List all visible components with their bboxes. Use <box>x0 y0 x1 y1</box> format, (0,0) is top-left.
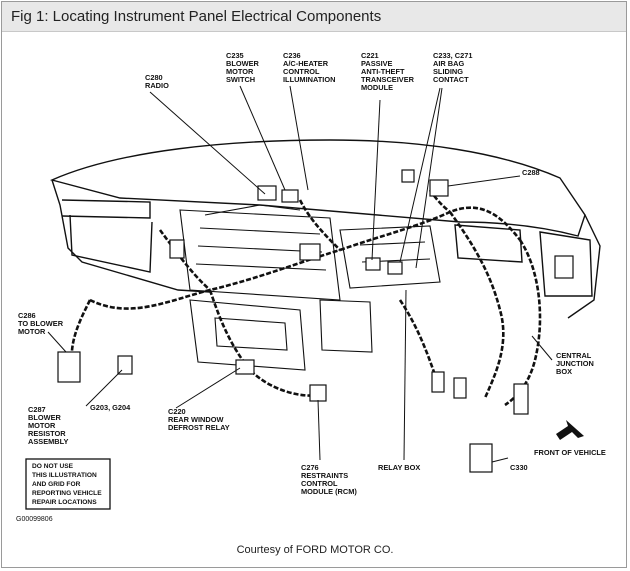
label-c236-line: C236 <box>283 51 301 60</box>
label-c286-line: C286 <box>18 311 36 320</box>
label-c280: C280 RADIO <box>145 73 169 90</box>
label-c288-line: C288 <box>522 168 540 177</box>
label-c280-line: RADIO <box>145 81 169 90</box>
label-cjb-line: BOX <box>556 367 572 376</box>
label-c330: C330 <box>510 463 528 472</box>
label-c221: C221 PASSIVE ANTI-THEFT TRANSCEIVER MODU… <box>361 51 415 92</box>
label-c287-line: MOTOR <box>28 421 56 430</box>
label-front-line: FRONT OF VEHICLE <box>534 448 606 457</box>
notice-box: DO NOT USE THIS ILLUSTRATION AND GRID FO… <box>25 458 111 510</box>
label-c221-line: PASSIVE <box>361 59 393 68</box>
label-c236-line: CONTROL <box>283 67 320 76</box>
label-g203-g204: G203, G204 <box>90 403 131 412</box>
label-c220-line: DEFROST RELAY <box>168 423 230 432</box>
label-c235-line: MOTOR <box>226 67 254 76</box>
label-c233-c271: C233, C271 AIR BAG SLIDING CONTACT <box>433 51 472 84</box>
front-arrow-icon <box>556 420 584 440</box>
notice-line: THIS ILLUSTRATION <box>32 472 97 479</box>
label-c330-line: C330 <box>510 463 528 472</box>
instrument-panel-outline <box>49 139 601 319</box>
label-c233-line: C233, C271 <box>433 51 472 60</box>
label-c235: C235 BLOWER MOTOR SWITCH <box>226 51 260 84</box>
label-c286-line: TO BLOWER <box>18 319 64 328</box>
label-c276-line: C276 <box>301 463 319 472</box>
label-c221-line: ANTI-THEFT <box>361 67 405 76</box>
label-c276-line: CONTROL <box>301 479 338 488</box>
label-c280-line: C280 <box>145 73 163 82</box>
figure-code: G00099806 <box>16 516 53 523</box>
label-c235-line: C235 <box>226 51 244 60</box>
label-c221-line: TRANSCEIVER <box>361 75 415 84</box>
label-c235-line: SWITCH <box>226 75 255 84</box>
label-central-junction-box: CENTRAL JUNCTION BOX <box>556 351 594 376</box>
label-c220-line: REAR WINDOW <box>168 415 223 424</box>
label-c220: C220 REAR WINDOW DEFROST RELAY <box>168 407 230 432</box>
figure-title-bar: Fig 1: Locating Instrument Panel Electri… <box>2 2 626 32</box>
label-c233-line: CONTACT <box>433 75 469 84</box>
leader-lines <box>47 85 553 463</box>
label-relay-box-line: RELAY BOX <box>378 463 420 472</box>
notice-line: AND GRID FOR <box>32 481 81 488</box>
label-c276: C276 RESTRAINTS CONTROL MODULE (RCM) <box>301 463 357 496</box>
label-g203-line: G203, G204 <box>90 403 131 412</box>
label-c287-line: ASSEMBLY <box>28 437 68 446</box>
figure-title: Fig 1: Locating Instrument Panel Electri… <box>11 8 382 25</box>
label-cjb-line: JUNCTION <box>556 359 594 368</box>
label-relay-box: RELAY BOX <box>378 463 420 472</box>
label-c276-line: MODULE (RCM) <box>301 487 357 496</box>
notice-line: REPORTING VEHICLE <box>32 490 102 497</box>
label-c221-line: MODULE <box>361 83 393 92</box>
label-c220-line: C220 <box>168 407 186 416</box>
label-cjb-line: CENTRAL <box>556 351 592 360</box>
label-c233-line: AIR BAG <box>433 59 464 68</box>
label-c288: C288 <box>522 168 540 177</box>
label-c236-line: A/C-HEATER <box>283 59 329 68</box>
courtesy-credit: Courtesy of FORD MOTOR CO. <box>236 544 394 556</box>
label-c286-line: MOTOR <box>18 327 46 336</box>
label-c287: C287 BLOWER MOTOR RESISTOR ASSEMBLY <box>28 405 68 446</box>
label-c236-line: ILLUMINATION <box>283 75 335 84</box>
label-c221-line: C221 <box>361 51 379 60</box>
label-c276-line: RESTRAINTS <box>301 471 348 480</box>
label-c287-line: BLOWER <box>28 413 62 422</box>
label-c236: C236 A/C-HEATER CONTROL ILLUMINATION <box>283 51 335 84</box>
label-c287-line: RESISTOR <box>28 429 66 438</box>
notice-line: REPAIR LOCATIONS <box>32 499 97 506</box>
label-c287-line: C287 <box>28 405 46 414</box>
label-c235-line: BLOWER <box>226 59 260 68</box>
label-c286: C286 TO BLOWER MOTOR <box>18 311 64 336</box>
label-c233-line: SLIDING <box>433 67 463 76</box>
label-front-of-vehicle: FRONT OF VEHICLE <box>534 448 606 457</box>
connector-blocks <box>57 169 574 473</box>
notice-line: DO NOT USE <box>32 463 74 470</box>
